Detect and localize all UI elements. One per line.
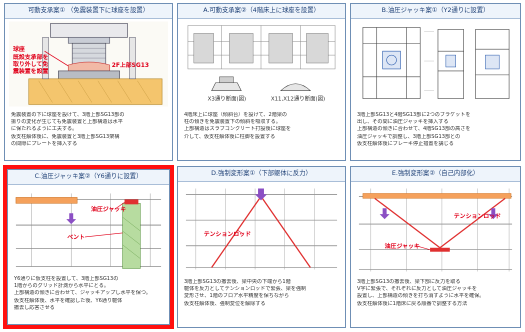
desc-line: 設置し、上部構造の傾きを打ち消すように水平を確保。 xyxy=(357,293,485,300)
desc-line: 柱の傾きを免震装置下の傾斜を吸収する。 xyxy=(184,119,281,126)
panel-movable-bearing-1: 可動支承案① （免震装置下に球座を設置） xyxy=(4,3,173,161)
desc-line: 撤去し応答させる xyxy=(14,304,55,311)
desc-line: に保たれるように工夫する。 xyxy=(11,126,78,133)
panel-forced-deformation-2: E.強制変形案②（自己内部化） xyxy=(350,166,521,328)
desc-line: 仮支柱解体後、強制変位を解除する xyxy=(184,300,266,307)
desc-line: の間隙にプレートを挿入する xyxy=(11,140,78,147)
label-tension-rod: テンションロッド xyxy=(454,213,501,220)
caption-x3-section: X3通り断面(図) xyxy=(208,95,247,103)
desc-line: 変形させ、1階のフロア水平精度を保ちながら xyxy=(184,293,290,300)
panel-title: 可動支承案① （免震装置下に球座を設置） xyxy=(5,4,172,19)
desc-line: 3階上部SG13の撤去後、梁下部に反力を取る xyxy=(357,279,461,285)
label-bent: ベント xyxy=(67,234,85,241)
desc-line: Y6通りに仮支柱を設置して、3階上部SG13の xyxy=(14,276,119,282)
label-remove-support-1: 既設支承部を xyxy=(13,53,49,61)
panel-forced-deformation-1: D.強制変形案①（下部躯体に反力） テンショ xyxy=(177,166,346,328)
panel-description: 3階上部SG13と4階SG13部に2つのブラケットを 出し、その間に油圧ジャッキ… xyxy=(357,112,514,148)
panel-title: A.可動支承案②（4階床上に球座を設置） xyxy=(178,4,345,19)
desc-line: 仮支柱解体後、水平を確認した後、Y6通り躯体 xyxy=(14,297,123,304)
panel-title: D.強制変形案①（下部躯体に反力） xyxy=(178,167,345,182)
label-upper-sg13: 2F上部SG13 xyxy=(112,61,149,69)
panel-hydraulic-jack-1: B.油圧ジャッキ案①（Y2通りに設置） xyxy=(350,3,521,161)
label-ball-seat: 球座 xyxy=(13,45,25,53)
figure-jack-y6-elevation: 油圧ジャッキ ベント xyxy=(12,187,165,271)
caption-x11-x12-section: X11,X12通り断面(図) xyxy=(271,95,325,103)
desc-line: 油圧ジャッキで調整し、3階上部SG13部との xyxy=(357,133,461,140)
label-hydraulic-jack: 油圧ジャッキ xyxy=(385,242,420,250)
figure-tension-rod-internal: テンションロッド 油圧ジャッキ xyxy=(355,184,516,274)
desc-line: 仮支柱解体後に、免震装置と3階上部SG13架構 xyxy=(11,133,120,140)
panel-movable-bearing-2: A.可動支承案②（4階床上に球座を設置） X3通り断面(図) xyxy=(177,3,346,161)
label-remove-support-2: 取り外して免 xyxy=(13,60,48,68)
desc-line: 出し、その間に油圧ジャッキを挿入する xyxy=(357,119,449,126)
label-tension-rod: テンションロッド xyxy=(204,231,251,238)
figure-tension-rod-lower: テンションロッド xyxy=(182,184,341,274)
desc-line: 仮支柱解体後に1階床に戻る順番で調整する方法 xyxy=(357,300,468,307)
panel-title: B.油圧ジャッキ案①（Y2通りに設置） xyxy=(351,4,520,19)
panel-title: C.油圧ジャッキ案②（Y6通りに設置） xyxy=(8,170,169,185)
panel-description: 免震装置の下に球座を設けて、3階上部SG13部の 振りの変化が生じても免震装置と… xyxy=(11,112,166,148)
panel-description: 4階床上に球座（傾斜台）を設けて、2階梁の 柱の傾きを免震装置下の傾斜を吸収する… xyxy=(184,112,339,141)
desc-line: 上部構造の傾きに合わせて、ジャッキアップし水平を保つ。 xyxy=(14,290,151,297)
desc-line: 3階上部SG13と4階SG13部に2つのブラケットを xyxy=(357,112,471,118)
desc-line: 上部構造の傾きに合わせて、4階SG13部の高さを xyxy=(357,126,471,133)
figure-ball-seat-plan: X3通り断面(図) X11,X12通り断面(図) xyxy=(182,21,341,107)
desc-line: 振りの変化が生じても免震装置と上部構造は水平 xyxy=(11,119,123,126)
desc-line: 1階からのグリッド計測から水平にとる。 xyxy=(14,283,109,290)
panel-description: 3階上部SG13の撤去後、梁中央の下端から1階 躯体を反力としてテンションロッド… xyxy=(184,279,339,308)
panel-description: 3階上部SG13の撤去後、梁下部に反力を取る V字に緊張で、それぞれに反力として… xyxy=(357,279,514,308)
figure-jack-bracket-detail xyxy=(355,21,516,107)
figure-seismic-isolator-section: 球座 既設支承部を 取り外して免 震装置を設置 2F上部SG13 xyxy=(9,21,168,107)
desc-line: 上部構造はスラブコンクリート打設後に球座を xyxy=(184,126,291,133)
label-hydraulic-jack: 油圧ジャッキ xyxy=(91,205,126,213)
panel-title: E.強制変形案②（自己内部化） xyxy=(351,167,520,182)
panel-description: Y6通りに仮支柱を設置して、3階上部SG13の 1階からのグリッド計測から水平に… xyxy=(14,276,163,312)
desc-line: 免震装置の下に球座を設けて、3階上部SG13部の xyxy=(11,112,125,118)
desc-line: V字に緊張で、それぞれに反力として油圧ジャッキを xyxy=(357,286,478,293)
desc-line: 3階上部SG13の撤去後、梁中央の下端から1階 xyxy=(184,279,291,285)
desc-line: 4階床上に球座（傾斜台）を設けて、2階梁の xyxy=(184,112,288,118)
desc-line: 仮支柱解体後にブレーキ停止措置を講じる xyxy=(357,140,454,147)
desc-line: 躯体を反力としてテンションロッドで緊張、梁を強制 xyxy=(184,286,307,293)
desc-line: 介して、仮支柱解体後に柱脚を設置する xyxy=(184,133,276,140)
label-remove-support-3: 震装置を設置 xyxy=(12,67,49,75)
panel-hydraulic-jack-2[interactable]: C.油圧ジャッキ案②（Y6通りに設置） xyxy=(7,169,170,325)
